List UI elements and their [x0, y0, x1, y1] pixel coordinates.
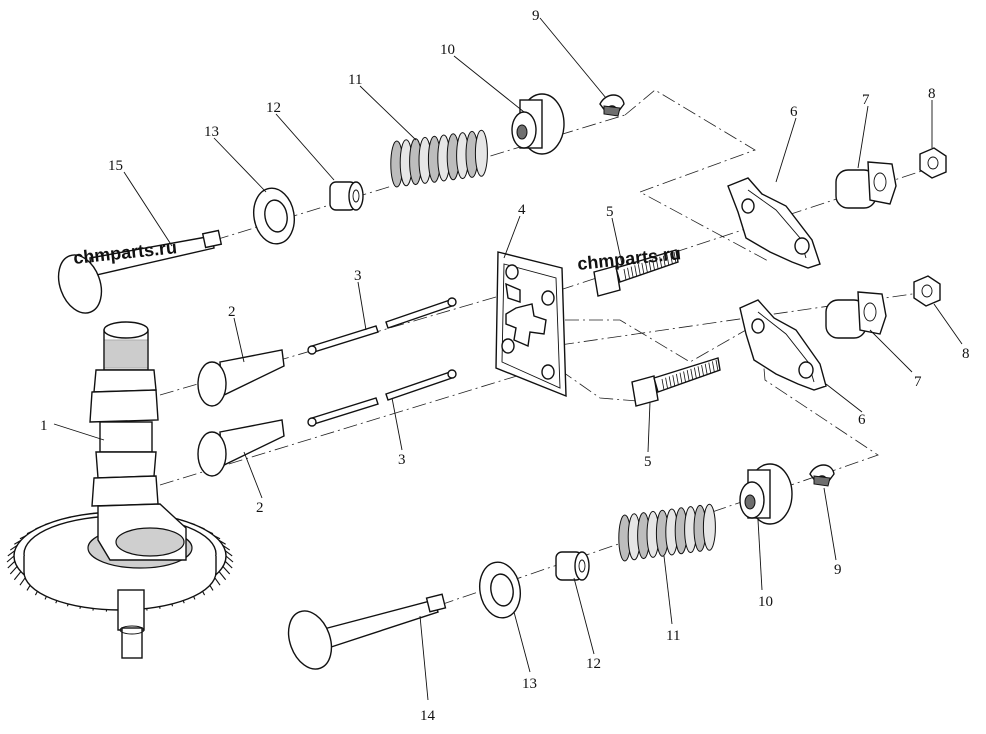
callout-8: 8: [928, 86, 936, 102]
valve-spring-lower: [618, 503, 716, 562]
callout-9: 9: [834, 562, 842, 578]
intake-valve: [57, 229, 223, 314]
push-rod-lower: [307, 369, 457, 427]
callout-1: 1: [40, 418, 48, 434]
callout-numbers: 1 2 2 3 3 4 5 5 6 6 7 7 8 8 9 9 10 10 11…: [40, 8, 970, 724]
valve-seal-upper: [329, 181, 364, 211]
rocker-pivot-upper: [835, 161, 897, 209]
valve-key-lower: [809, 464, 835, 487]
spring-washer-upper: [253, 187, 295, 245]
callout-3: 3: [354, 268, 362, 284]
callout-11: 11: [348, 72, 362, 88]
callout-7: 7: [862, 92, 870, 108]
callout-3: 3: [398, 452, 406, 468]
valve-key-upper: [599, 94, 625, 117]
spring-washer-lower: [479, 561, 521, 619]
leader-lines: [53, 17, 963, 701]
callout-13: 13: [522, 676, 537, 692]
callout-9: 9: [532, 8, 540, 24]
callout-12: 12: [586, 656, 601, 672]
tappet-upper: [197, 349, 285, 407]
callout-6: 6: [790, 104, 798, 120]
callout-10: 10: [758, 594, 773, 610]
callout-14: 14: [420, 708, 436, 724]
callout-4: 4: [518, 202, 526, 218]
valve-seal-lower: [555, 551, 590, 581]
callout-5: 5: [644, 454, 652, 470]
exhaust-valve: [287, 593, 447, 670]
callout-10: 10: [440, 42, 455, 58]
callout-8: 8: [962, 346, 970, 362]
rocker-pivot-lower: [825, 291, 887, 339]
rocker-stud-lower: [631, 357, 721, 407]
spring-retainer-upper: [511, 93, 565, 155]
lock-nut-lower: [913, 275, 941, 307]
callout-11: 11: [666, 628, 680, 644]
rocker-arm-lower: [739, 299, 827, 391]
callout-12: 12: [266, 100, 281, 116]
callout-6: 6: [858, 412, 866, 428]
spring-retainer-lower: [739, 463, 793, 525]
rocker-arm-upper: [727, 177, 821, 269]
callout-15: 15: [108, 158, 123, 174]
lock-nut-upper: [919, 147, 947, 179]
tappet-lower: [197, 419, 285, 477]
rocker-gasket: [495, 251, 567, 398]
callout-2: 2: [228, 304, 236, 320]
push-rod-upper: [307, 297, 457, 355]
callout-7: 7: [914, 374, 922, 390]
valve-spring-upper: [390, 129, 488, 188]
callout-5: 5: [606, 204, 614, 220]
rocker-stud-upper: [593, 249, 679, 297]
callout-2: 2: [256, 500, 264, 516]
camshaft-gear-assembly: [6, 321, 234, 659]
callout-13: 13: [204, 124, 219, 140]
